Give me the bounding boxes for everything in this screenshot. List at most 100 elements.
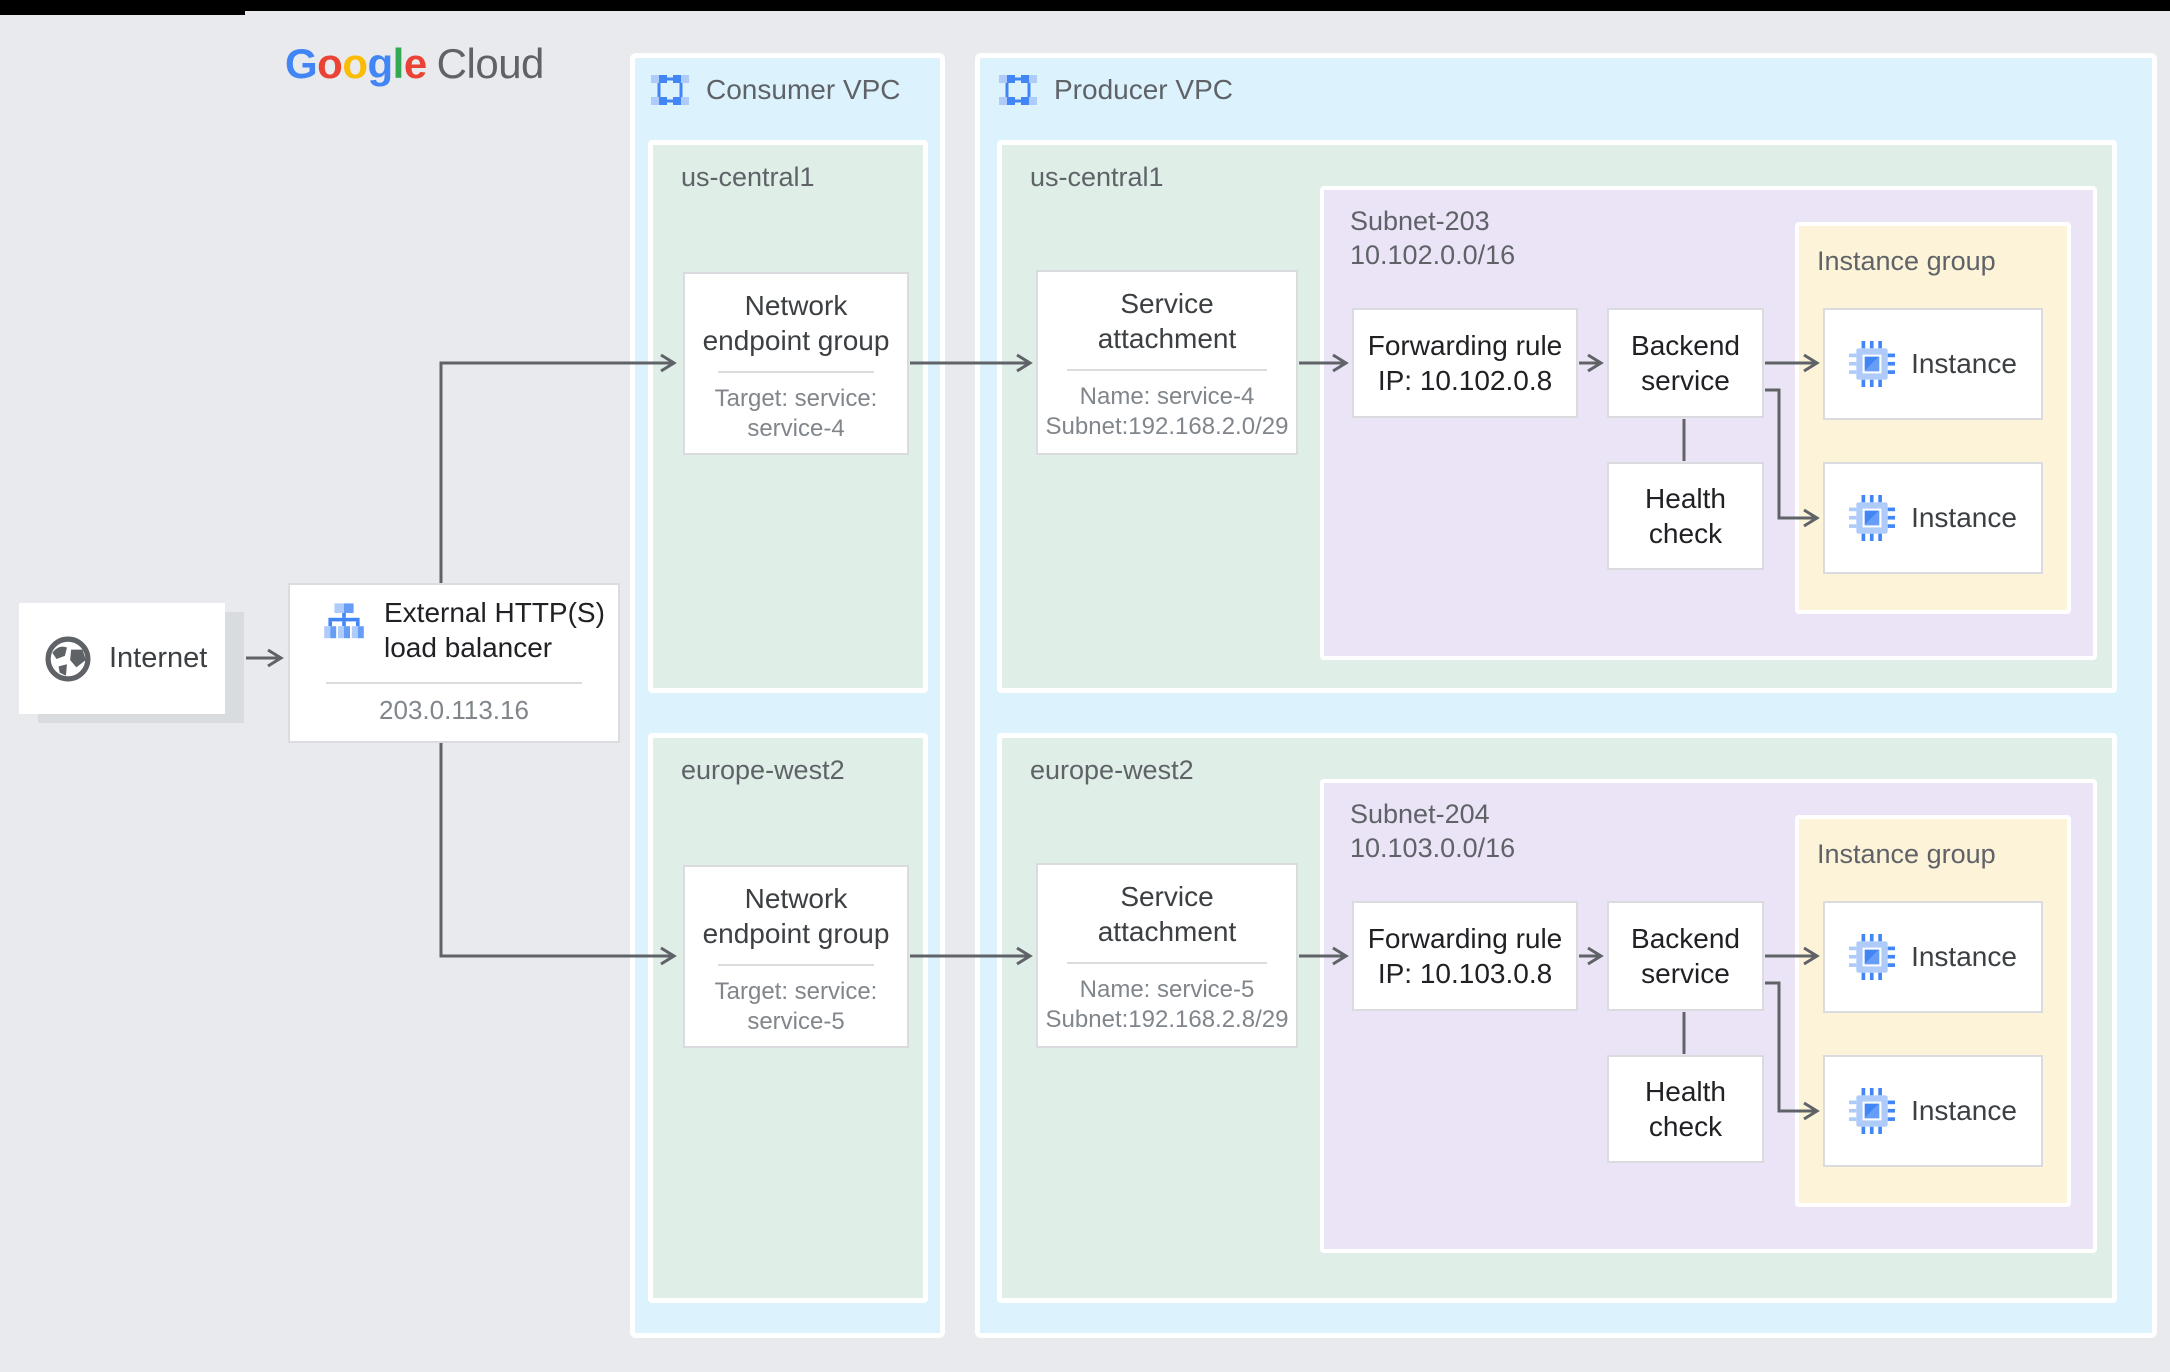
service-attachment-title: Service attachment <box>1038 879 1296 949</box>
region-label: europe-west2 <box>1030 755 1194 785</box>
subnet-cidr: 10.102.0.0/16 <box>1350 240 1516 270</box>
service-attachment-detail: Name: service-5 Subnet:192.168.2.8/29 <box>1038 975 1296 1035</box>
consumer-vpc-label: Consumer VPC <box>706 74 901 105</box>
external-load-balancer-node: External HTTP(S) load balancer 203.0.113… <box>288 583 620 743</box>
sa-title-line2: attachment <box>1097 323 1237 354</box>
divider <box>718 964 874 966</box>
instance-group-label: Instance group <box>1817 246 1996 276</box>
instance-node: Instance <box>1823 1055 2043 1167</box>
backend-service-europe-west2: Backend service <box>1607 901 1764 1011</box>
neg-target-line2: service-4 <box>747 415 845 442</box>
letterbox-bar-left <box>0 0 245 15</box>
neg-title-line1: Network <box>744 883 848 914</box>
instance-group-label: Instance group <box>1817 839 1996 869</box>
compute-instance-icon <box>1849 934 1896 980</box>
forwarding-rule-us-central1: Forwarding rule IP: 10.102.0.8 <box>1352 308 1578 418</box>
backend-service-label: Backend <box>1631 923 1740 954</box>
forwarding-rule-ip: IP: 10.102.0.8 <box>1377 365 1553 396</box>
producer-vpc-label: Producer VPC <box>1054 74 1233 105</box>
logo-letter: o <box>342 40 368 87</box>
lb-title-line1: External HTTP(S) <box>384 597 605 628</box>
service-attachment-us-central1: Service attachment Name: service-4 Subne… <box>1036 270 1298 455</box>
neg-target: Target: service: service-4 <box>685 384 907 444</box>
vpc-network-icon <box>999 75 1037 105</box>
compute-instance-icon <box>1849 341 1896 387</box>
lb-title-line2: load balancer <box>384 632 553 663</box>
subnet-cidr: 10.103.0.0/16 <box>1350 833 1516 863</box>
internet-label: Internet <box>109 642 208 674</box>
load-balancer-ip: 203.0.113.16 <box>379 695 529 725</box>
logo-letter: o <box>317 40 343 87</box>
region-label: us-central1 <box>681 162 815 192</box>
compute-instance-icon <box>1849 495 1896 541</box>
subnet-name: Subnet-203 <box>1350 206 1490 236</box>
network-endpoint-group-us-central1: Network endpoint group Target: service: … <box>683 272 909 455</box>
subnet-label: Subnet-203 10.102.0.0/16 <box>1350 204 1515 272</box>
logo-letter: G <box>285 40 318 87</box>
health-check-label: Health <box>1645 1076 1726 1107</box>
health-check-europe-west2: Health check <box>1607 1055 1764 1163</box>
health-check-us-central1: Health check <box>1607 462 1764 570</box>
health-check-label2: check <box>1648 1111 1723 1142</box>
consumer-vpc-header: Consumer VPC <box>650 70 901 110</box>
subnet-label: Subnet-204 10.103.0.0/16 <box>1350 797 1515 865</box>
load-balancer-title: External HTTP(S) load balancer <box>384 595 614 665</box>
logo-letter: l <box>392 40 405 87</box>
neg-target-line2: service-5 <box>747 1008 845 1035</box>
sa-name: Name: service-5 <box>1079 976 1255 1003</box>
instance-label: Instance <box>1911 348 2017 379</box>
service-attachment-europe-west2: Service attachment Name: service-5 Subne… <box>1036 863 1298 1048</box>
sa-title-line1: Service <box>1120 881 1214 912</box>
forwarding-rule-label: Forwarding rule <box>1367 923 1563 954</box>
logo-letter: g <box>367 40 393 87</box>
instance-label: Instance <box>1911 1095 2017 1126</box>
divider <box>718 371 874 373</box>
backend-service-us-central1: Backend service <box>1607 308 1764 418</box>
backend-service-label: Backend <box>1631 330 1740 361</box>
divider <box>1067 962 1267 964</box>
compute-instance-icon <box>1849 1088 1896 1134</box>
sa-subnet: Subnet:192.168.2.0/29 <box>1045 413 1289 440</box>
backend-service-label2: service <box>1641 365 1730 396</box>
letterbox-bar <box>0 0 2170 11</box>
region-label: us-central1 <box>1030 162 1164 192</box>
forwarding-rule-label: Forwarding rule <box>1367 330 1563 361</box>
neg-target-line1: Target: service: <box>714 385 878 412</box>
instance-label: Instance <box>1911 502 2017 533</box>
logo-product-name: Cloud <box>436 40 545 87</box>
sa-subnet: Subnet:192.168.2.8/29 <box>1045 1006 1289 1033</box>
internet-node: Internet <box>19 603 225 714</box>
globe-icon <box>45 636 91 681</box>
service-attachment-title: Service attachment <box>1038 286 1296 356</box>
subnet-name: Subnet-204 <box>1350 799 1490 829</box>
region-label: europe-west2 <box>681 755 845 785</box>
sa-title-line1: Service <box>1120 288 1214 319</box>
vpc-network-icon <box>651 75 689 105</box>
instance-node: Instance <box>1823 901 2043 1013</box>
neg-target: Target: service: service-5 <box>685 977 907 1037</box>
health-check-label: Health <box>1645 483 1726 514</box>
backend-service-label2: service <box>1641 958 1730 989</box>
producer-vpc-header: Producer VPC <box>998 70 1233 110</box>
sa-title-line2: attachment <box>1097 916 1237 947</box>
neg-target-line1: Target: service: <box>714 978 878 1005</box>
neg-title-line2: endpoint group <box>702 325 890 356</box>
forwarding-rule-europe-west2: Forwarding rule IP: 10.103.0.8 <box>1352 901 1578 1011</box>
neg-title: Network endpoint group <box>685 288 907 358</box>
health-check-label2: check <box>1648 518 1723 549</box>
sa-name: Name: service-4 <box>1079 383 1255 410</box>
neg-title: Network endpoint group <box>685 881 907 951</box>
neg-title-line1: Network <box>744 290 848 321</box>
forwarding-rule-ip: IP: 10.103.0.8 <box>1377 958 1553 989</box>
instance-node: Instance <box>1823 462 2043 574</box>
logo-letter: e <box>403 40 427 87</box>
network-endpoint-group-europe-west2: Network endpoint group Target: service: … <box>683 865 909 1048</box>
divider <box>1067 369 1267 371</box>
divider <box>326 682 582 684</box>
instance-node: Instance <box>1823 308 2043 420</box>
load-balancer-icon <box>324 603 364 639</box>
neg-title-line2: endpoint group <box>702 918 890 949</box>
instance-label: Instance <box>1911 941 2017 972</box>
